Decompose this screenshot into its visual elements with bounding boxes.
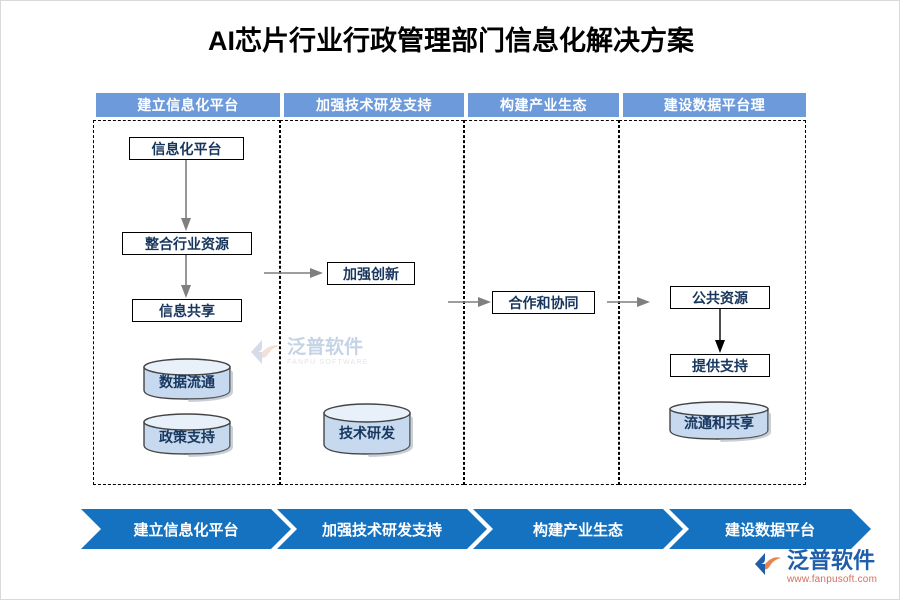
arrow-c3-to-c4 xyxy=(607,295,651,309)
arrow-c1-2-to-3 xyxy=(179,255,193,299)
cylinder-shape-icon xyxy=(323,403,413,457)
cylinder-shape-icon xyxy=(669,401,771,442)
column-header-3: 构建产业生态 xyxy=(468,93,619,117)
cylinder-c4-1[interactable]: 流通和共享 xyxy=(667,400,771,442)
page-title: AI芯片行业行政管理部门信息化解决方案 xyxy=(208,26,694,56)
process-box-c4-1[interactable]: 公共资源 xyxy=(670,286,770,309)
process-box-c1-1[interactable]: 信息化平台 xyxy=(129,137,244,160)
column-header-1: 建立信息化平台 xyxy=(96,93,280,117)
process-box-c1-2[interactable]: 整合行业资源 xyxy=(122,232,252,255)
fanpu-logo-mark-icon xyxy=(755,553,781,575)
cylinder-shape-icon xyxy=(143,413,233,457)
cylinder-shape-icon xyxy=(143,358,233,402)
arrow-c1-to-c2 xyxy=(264,266,324,280)
chevron-step-4[interactable]: 建设数据平台 xyxy=(669,509,871,549)
process-box-c2-1[interactable]: 加强创新 xyxy=(327,262,415,285)
fanpu-logo: 泛普软件 www.fanpusoft.com xyxy=(753,550,893,596)
column-panel-1 xyxy=(93,120,280,485)
logo-url-text: www.fanpusoft.com xyxy=(787,574,878,585)
process-box-c3-1[interactable]: 合作和协同 xyxy=(492,291,595,314)
cylinder-c1-1[interactable]: 数据流通 xyxy=(141,357,233,402)
process-box-c4-2[interactable]: 提供支持 xyxy=(670,354,770,377)
arrow-c4-1-to-2 xyxy=(713,309,727,354)
column-header-4: 建设数据平台理 xyxy=(623,93,806,117)
arrow-c1-1-to-2 xyxy=(179,160,193,232)
chevron-step-3[interactable]: 构建产业生态 xyxy=(473,509,683,549)
chevron-banner: 建立信息化平台 加强技术研发支持 构建产业生态 建设数据平台 xyxy=(81,509,871,549)
cylinder-c2-1[interactable]: 技术研发 xyxy=(321,402,413,457)
column-header-2: 加强技术研发支持 xyxy=(284,93,464,117)
arrow-c2-to-c3 xyxy=(448,295,492,309)
process-box-c1-3[interactable]: 信息共享 xyxy=(132,299,242,322)
chevron-step-2[interactable]: 加强技术研发支持 xyxy=(277,509,487,549)
chevron-step-1[interactable]: 建立信息化平台 xyxy=(81,509,291,549)
cylinder-c1-2[interactable]: 政策支持 xyxy=(141,412,233,457)
logo-cn-text: 泛普软件 xyxy=(787,548,876,573)
